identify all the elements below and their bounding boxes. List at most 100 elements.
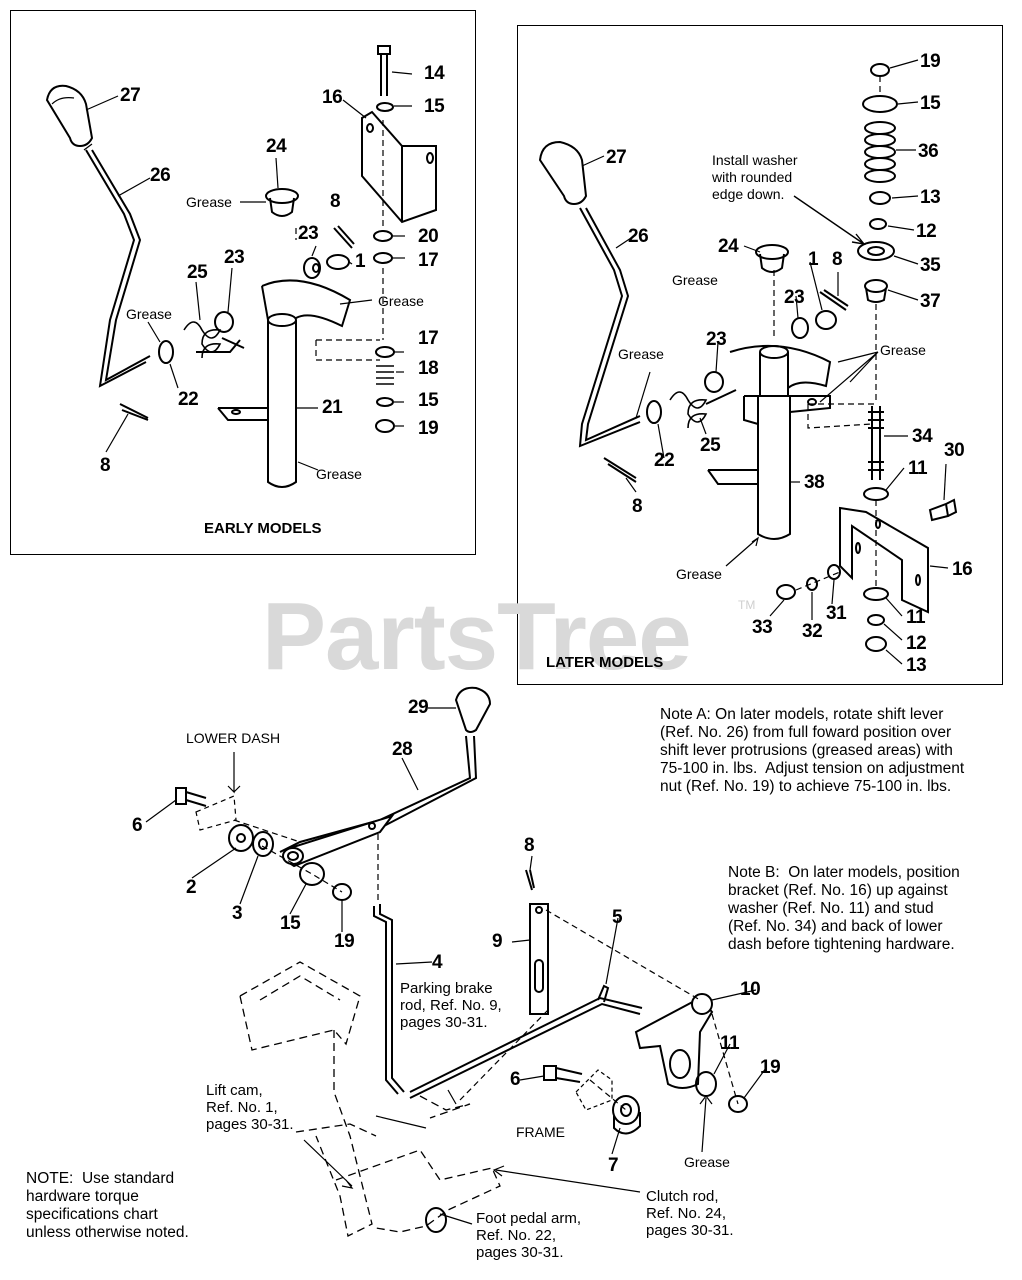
early-callout-1: 1 xyxy=(355,251,366,272)
early-nut-20 xyxy=(373,230,393,242)
later-spacer-23a xyxy=(791,317,809,339)
later-callout-32: 32 xyxy=(802,621,823,642)
later-callout-13a: 13 xyxy=(920,187,941,208)
lower-plate-9 xyxy=(529,903,549,1015)
early-callout-24: 24 xyxy=(266,136,287,157)
lower-callout-8: 8 xyxy=(524,835,535,856)
early-knob xyxy=(45,84,94,148)
lower-callout-10: 10 xyxy=(740,979,761,1000)
lower-rod-4 xyxy=(373,904,405,1095)
later-nut-13b xyxy=(865,636,887,652)
later-grease-label-4: Grease xyxy=(676,566,722,582)
later-nut-33 xyxy=(776,584,796,600)
early-callout-27: 27 xyxy=(120,85,141,106)
early-callout-25: 25 xyxy=(187,262,208,283)
later-lockwasher-12a xyxy=(869,218,887,230)
lower-frame-label: FRAME xyxy=(516,1124,565,1140)
lower-callout-28: 28 xyxy=(392,739,413,760)
early-callout-15b: 15 xyxy=(418,390,439,411)
later-install-arrow xyxy=(793,195,866,245)
lower-frame-outline xyxy=(575,1069,613,1111)
later-nut-19 xyxy=(870,63,890,77)
early-washer-15a xyxy=(376,102,394,112)
early-callout-21: 21 xyxy=(322,397,343,418)
lower-callout-3: 3 xyxy=(232,903,243,924)
lower-knob-29 xyxy=(454,686,492,733)
early-grease-label-3: Grease xyxy=(126,306,172,322)
early-callout-18: 18 xyxy=(418,358,439,379)
early-shift-lever xyxy=(83,143,151,388)
later-callout-24: 24 xyxy=(718,236,739,257)
lower-bolt-6b xyxy=(543,1065,583,1083)
later-pin-8b xyxy=(603,457,637,483)
lower-pedal-outline xyxy=(239,961,501,1237)
early-pin-8b xyxy=(119,403,149,421)
later-callout-26: 26 xyxy=(628,226,649,247)
lower-bracket-10 xyxy=(634,993,714,1089)
early-callout-16: 16 xyxy=(322,87,343,108)
watermark-logo: PartsTree xyxy=(262,583,692,690)
later-washer-31 xyxy=(827,564,841,580)
later-lockwasher-32 xyxy=(806,577,818,591)
later-dashed-axis xyxy=(773,76,881,591)
early-models-caption: EARLY MODELS xyxy=(204,520,322,537)
later-callout-30: 30 xyxy=(944,440,965,461)
lower-pin-8 xyxy=(525,869,535,891)
later-callout-35: 35 xyxy=(920,255,941,276)
lower-callout-2: 2 xyxy=(186,877,197,898)
later-spring-25 xyxy=(669,389,737,429)
early-washer-22 xyxy=(158,340,174,364)
note-torque: NOTE: Use standard hardware torque speci… xyxy=(26,1170,189,1241)
early-washer-17b xyxy=(375,346,395,358)
later-callout-22: 22 xyxy=(654,450,675,471)
later-washer-1 xyxy=(815,310,837,330)
later-callout-23b: 23 xyxy=(706,329,727,350)
early-grease-label-4: Grease xyxy=(316,466,362,482)
later-spring-36 xyxy=(864,121,896,183)
lower-foot-pedal-label: Foot pedal arm, Ref. No. 22, pages 30-31… xyxy=(476,1210,582,1261)
later-washer-35-hole xyxy=(867,246,885,256)
early-callout-14: 14 xyxy=(424,63,445,84)
early-callout-23b: 23 xyxy=(224,247,245,268)
lower-shift-lever-28 xyxy=(279,735,478,868)
lower-parking-brake-label: Parking brake rod, Ref. No. 9, pages 30-… xyxy=(400,980,502,1031)
later-models-caption: LATER MODELS xyxy=(546,654,664,671)
early-callout-26: 26 xyxy=(150,165,171,186)
later-callout-13b: 13 xyxy=(906,655,927,676)
later-bushing-24 xyxy=(755,244,789,273)
early-callout-19: 19 xyxy=(418,418,439,439)
lower-clutch-rod-label: Clutch rod, Ref. No. 24, pages 30-31. xyxy=(646,1188,734,1239)
early-washer-15b xyxy=(376,397,394,407)
early-pin-8a xyxy=(333,225,355,249)
later-grease-label-1: Grease xyxy=(672,272,718,288)
later-callout-8a: 8 xyxy=(832,249,843,270)
later-models-panel xyxy=(517,25,1003,685)
early-callout-15a: 15 xyxy=(424,96,445,117)
early-spacer-23a xyxy=(303,257,321,279)
later-washer-15 xyxy=(862,95,898,113)
lower-callout-29: 29 xyxy=(408,697,429,718)
early-bracket-16 xyxy=(361,110,437,224)
later-knob xyxy=(538,140,588,206)
later-grease-label-3: Grease xyxy=(618,346,664,362)
lower-washer-2 xyxy=(228,824,254,852)
later-shift-lever xyxy=(578,207,641,448)
note-a: Note A: On later models, rotate shift le… xyxy=(660,706,965,795)
later-lockwasher-12b xyxy=(867,614,885,626)
later-leader-lines xyxy=(581,59,949,665)
early-callout-17b: 17 xyxy=(418,328,439,349)
later-callout-27: 27 xyxy=(606,147,627,168)
later-washer-11a xyxy=(863,487,889,501)
later-callout-37: 37 xyxy=(920,291,941,312)
note-b: Note B: On later models, position bracke… xyxy=(728,864,960,953)
early-nut-19 xyxy=(375,419,395,433)
later-callout-12b: 12 xyxy=(906,633,927,654)
lower-nut-19b xyxy=(728,1095,748,1113)
later-screw-30 xyxy=(928,498,958,522)
lower-grease-label: Grease xyxy=(684,1154,730,1170)
later-spacer-23b xyxy=(704,371,724,393)
early-bushing-24 xyxy=(265,188,299,217)
lower-dashed-guides xyxy=(233,819,739,1111)
lower-rod-5 xyxy=(409,984,643,1099)
